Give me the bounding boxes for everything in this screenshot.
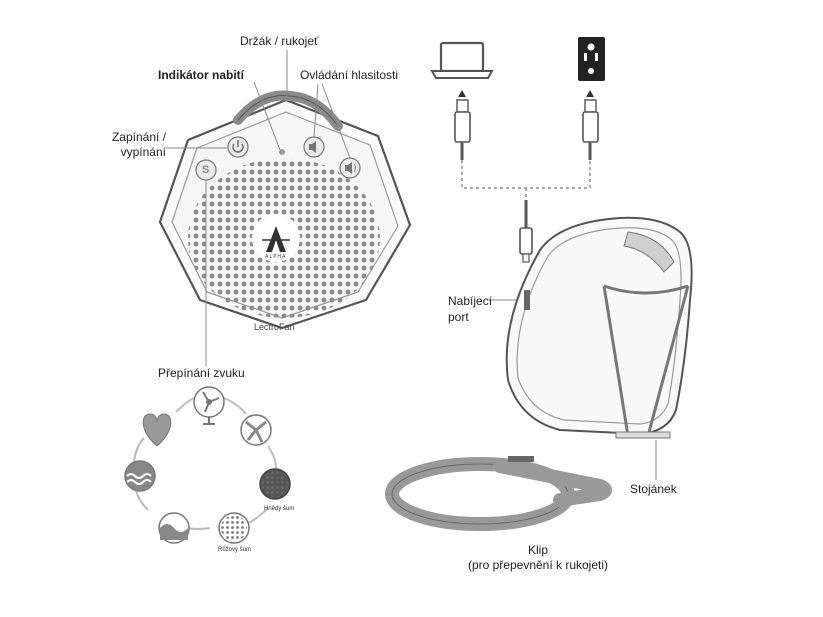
waves-icon xyxy=(124,460,156,492)
label-power-line2: vypínání xyxy=(120,145,166,159)
power-icon xyxy=(232,143,244,153)
heart-icon xyxy=(142,413,172,447)
label-handle: Držák / rukojeť xyxy=(240,34,319,48)
micro-usb-cable xyxy=(519,200,533,263)
speaker-device xyxy=(158,90,412,330)
sound-button-letter: S xyxy=(202,164,210,176)
label-charging-port-line1: Nabíjecí xyxy=(448,294,493,308)
charge-indicator-light xyxy=(279,149,285,155)
alpha-logo-icon xyxy=(266,226,286,252)
label-clip-line1: Klip xyxy=(527,543,548,557)
wall-outlet-icon xyxy=(578,37,605,81)
label-clip-line2: (pro přepevnění k rukojeti) xyxy=(467,558,609,572)
sound-cycle xyxy=(124,386,291,544)
stand xyxy=(602,284,690,437)
leader-lines xyxy=(166,50,657,480)
power-button xyxy=(227,136,249,158)
clip xyxy=(385,456,612,531)
usb-plug-icon xyxy=(454,99,471,160)
usb-plug-icon-2 xyxy=(582,99,599,160)
label-volume-control: Ovládání hlasitosti xyxy=(300,68,399,82)
swirl-fan-icon xyxy=(240,414,272,446)
fan-icon xyxy=(193,386,225,425)
volume-down-button xyxy=(303,136,325,158)
label-charge-indicator: Indikátor nabití xyxy=(158,68,245,82)
device-logo-text: ALPHA xyxy=(265,254,287,260)
volume-up-button xyxy=(339,157,361,179)
label-stand: Stojánek xyxy=(630,482,677,496)
label-charging-port-line2: port xyxy=(448,310,469,324)
label-brown-noise: Hnědý šum xyxy=(264,506,295,512)
volume-icon xyxy=(309,141,316,153)
laptop-icon xyxy=(430,41,494,79)
label-power-line1: Zapínání / xyxy=(111,130,166,144)
device-brand: LectroFan xyxy=(254,322,295,332)
label-pink-noise: Růžový šum xyxy=(218,547,252,553)
charging-port xyxy=(524,290,530,310)
label-sound-switch: Přepínání zvuku xyxy=(158,366,245,380)
wave-icon xyxy=(158,512,190,544)
device-side-view xyxy=(505,216,693,439)
